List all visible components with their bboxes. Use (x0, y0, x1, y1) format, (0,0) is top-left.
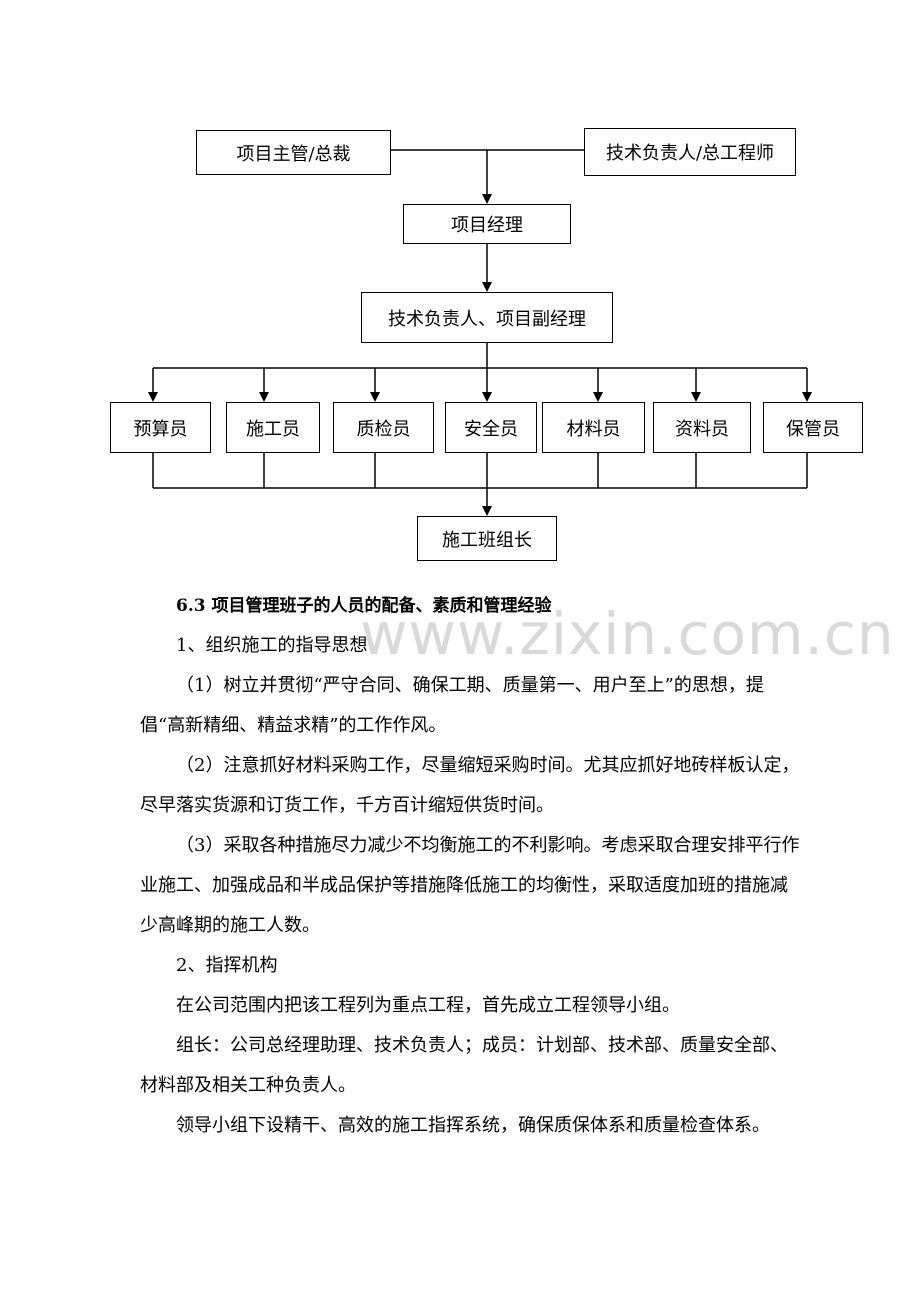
paragraph: （1）树立并贯彻“严守合同、确保工期、质量第一、用户至上”的思想，提倡“高新精细… (140, 675, 764, 736)
org-box-staff: 材料员 (542, 402, 645, 453)
section-body: 6.3 项目管理班子的人员的配备、素质和管理经验 1、组织施工的指导思想 （1）… (140, 586, 800, 1146)
org-box-project-director: 项目主管/总裁 (196, 130, 391, 175)
org-box-staff: 预算员 (110, 402, 211, 453)
paragraph: 2、指挥机构 (176, 955, 278, 976)
paragraph: 在公司范围内把该工程列为重点工程，首先成立工程领导小组。 (176, 995, 680, 1016)
org-box-staff: 保管员 (763, 402, 863, 453)
org-box-staff: 质检员 (333, 402, 434, 453)
paragraph: （2）注意抓好材料采购工作，尽量缩短采购时间。尤其应抓好地砖样板认定，尽早落实货… (140, 755, 800, 816)
org-box-staff: 安全员 (445, 402, 537, 453)
org-box-staff: 资料员 (653, 402, 751, 453)
paragraph: 领导小组下设精干、高效的施工指挥系统，确保质保体系和质量检查体系。 (176, 1115, 770, 1136)
org-box-chief-engineer: 技术负责人/总工程师 (584, 128, 796, 176)
org-box-team-leader: 施工班组长 (417, 516, 557, 561)
org-box-project-manager: 项目经理 (403, 204, 571, 244)
paragraph: （3）采取各种措施尽力减少不均衡施工的不利影响。考虑采取合理安排平行作业施工、加… (140, 835, 800, 936)
paragraph: 1、组织施工的指导思想 (176, 635, 368, 656)
org-chart-connectors (148, 149, 812, 516)
org-chart: 项目主管/总裁 技术负责人/总工程师 项目经理 技术负责人、项目副经理 预算员 … (0, 0, 920, 580)
section-heading: 6.3 项目管理班子的人员的配备、素质和管理经验 (176, 596, 552, 616)
org-box-staff: 施工员 (226, 402, 320, 453)
org-box-deputy-manager: 技术负责人、项目副经理 (361, 292, 613, 343)
paragraph: 组长：公司总经理助理、技术负责人；成员：计划部、技术部、质量安全部、材料部及相关… (140, 1035, 788, 1096)
